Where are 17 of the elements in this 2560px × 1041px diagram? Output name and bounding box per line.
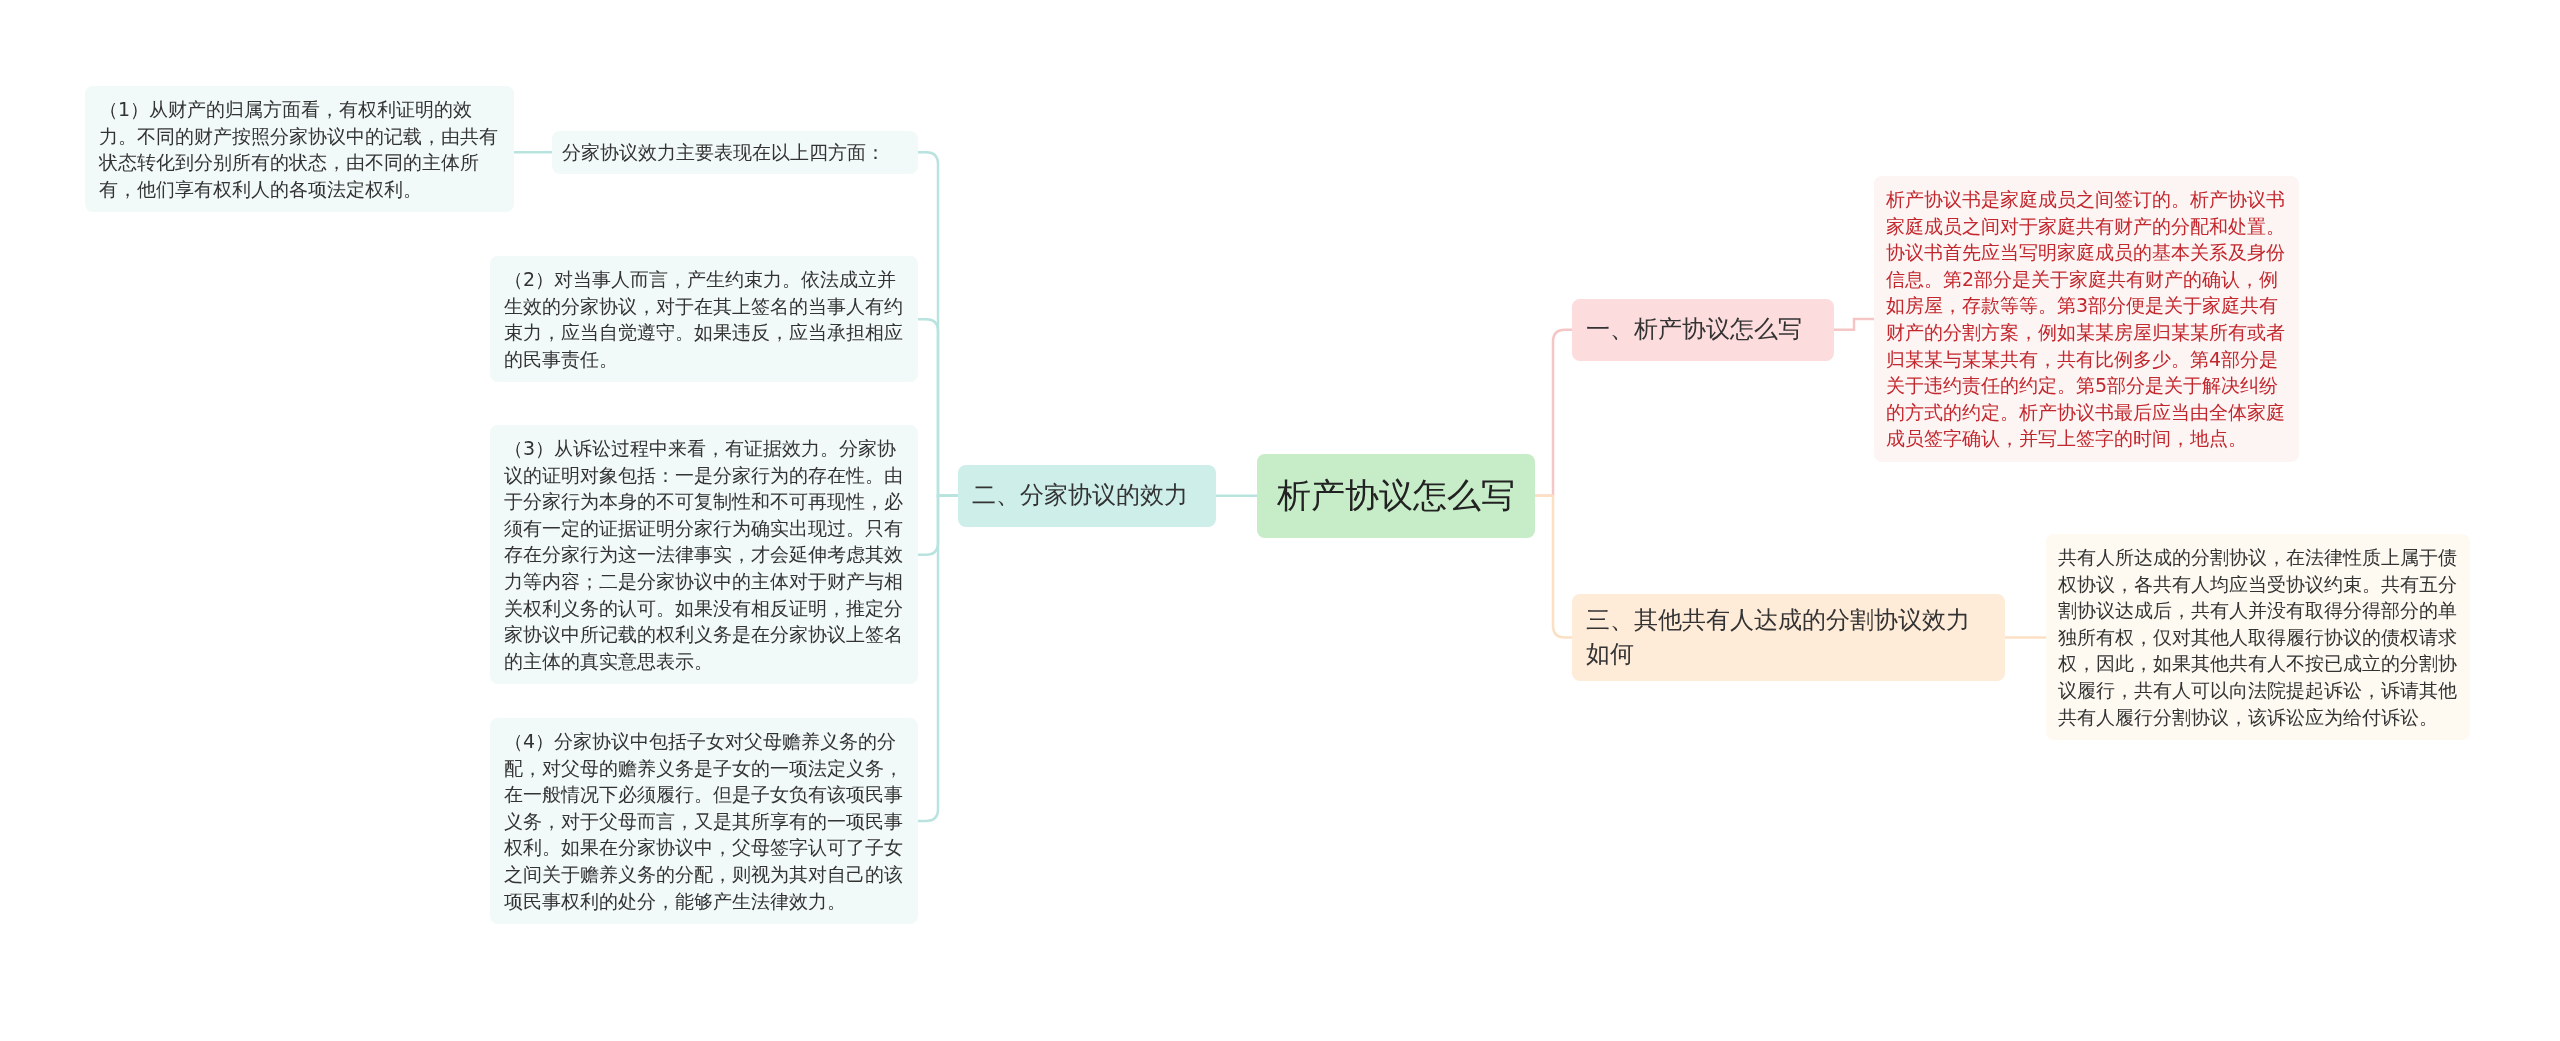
topic-box: 一、析产协议怎么写 [1572,299,1834,361]
connector-line [918,494,958,823]
text-card: （4）分家协议中包括子女对父母赡养义务的分配，对父母的赡养义务是子女的一项法定义务，在一般情况下必须履行。但是子女负有该项民事义务，对于父母而言，又是其所享有的一项民事权利。如果在分家协议中，父母签字认可了子女之间关于赡养义务的分配，则视为其对自己的该项民事权利的处分，能够产生法律效力。 [490,718,918,925]
connector-line [1834,317,1874,332]
central-topic-box: 析产协议怎么写 [1257,454,1535,538]
text-card: （2）对当事人而言，产生约束力。依法成立并生效的分家协议，对于在其上签名的当事人有约束力，应当自觉遵守。如果违反，应当承担相应的民事责任。 [490,256,918,383]
text-card: （3）从诉讼过程中来看，有证据效力。分家协议的证明对象包括：一是分家行为的存在性。由于分家行为本身的不可复制性和不可再现性，必须有一定的证据证明分家行为确实出现过。只有存在分家行为这一法律事实，才会延伸考虑其效力等内容；二是分家协议中的主体对于财产与相关权利义务的认可。如果没有相反证明，推定分家协议中所记载的权利义务是在分家协议上签名的主体的真实意思表示。 [490,425,918,685]
connector-line [2005,636,2046,639]
connector-line [1216,494,1257,498]
text-card: 共有人所达成的分割协议，在法律性质上属于债权协议，各共有人均应当受协议约束。共有五分割协议达成后，共有人并没有取得分得部分的单独所有权，仅对其他人取得履行协议的债权请求权，因此，如果其他共有人不按已成立的分割协议履行，共有人可以向法院提起诉讼，诉请其他共有人履行分割协议，该诉讼应为给付诉讼。 [2046,534,2470,741]
connector-line [514,151,552,154]
connector-line [1535,494,1572,639]
text-card: 分家协议效力主要表现在以上四方面： [552,131,918,174]
text-card: 析产协议书是家庭成员之间签订的。析产协议书家庭成员之间对于家庭共有财产的分配和处置。协议书首先应当写明家庭成员的基本关系及身份信息。第2部分是关于家庭共有财产的确认，例如房屋，存款等等。第3部分便是关于家庭共有财产的分割方案，例如某某房屋归某某所有或者归某某与某某共有，共有比例多少。第4部分是关于违约责任的约定。第5部分是关于解决纠纷的方式的约定。析产协议书最后应当由全体家庭成员签字确认，并写上签字的时间，地点。 [1874,176,2299,462]
topic-box: 二、分家协议的效力 [958,465,1216,527]
topic-box: 三、其他共有人达成的分割协议效力如何 [1572,594,2005,682]
text-card: （1）从财产的归属方面看，有权利证明的效力。不同的财产按照分家协议中的记载，由共有状态转化到分别所有的状态，由不同的主体所有，他们享有权利人的各项法定权利。 [85,86,514,213]
